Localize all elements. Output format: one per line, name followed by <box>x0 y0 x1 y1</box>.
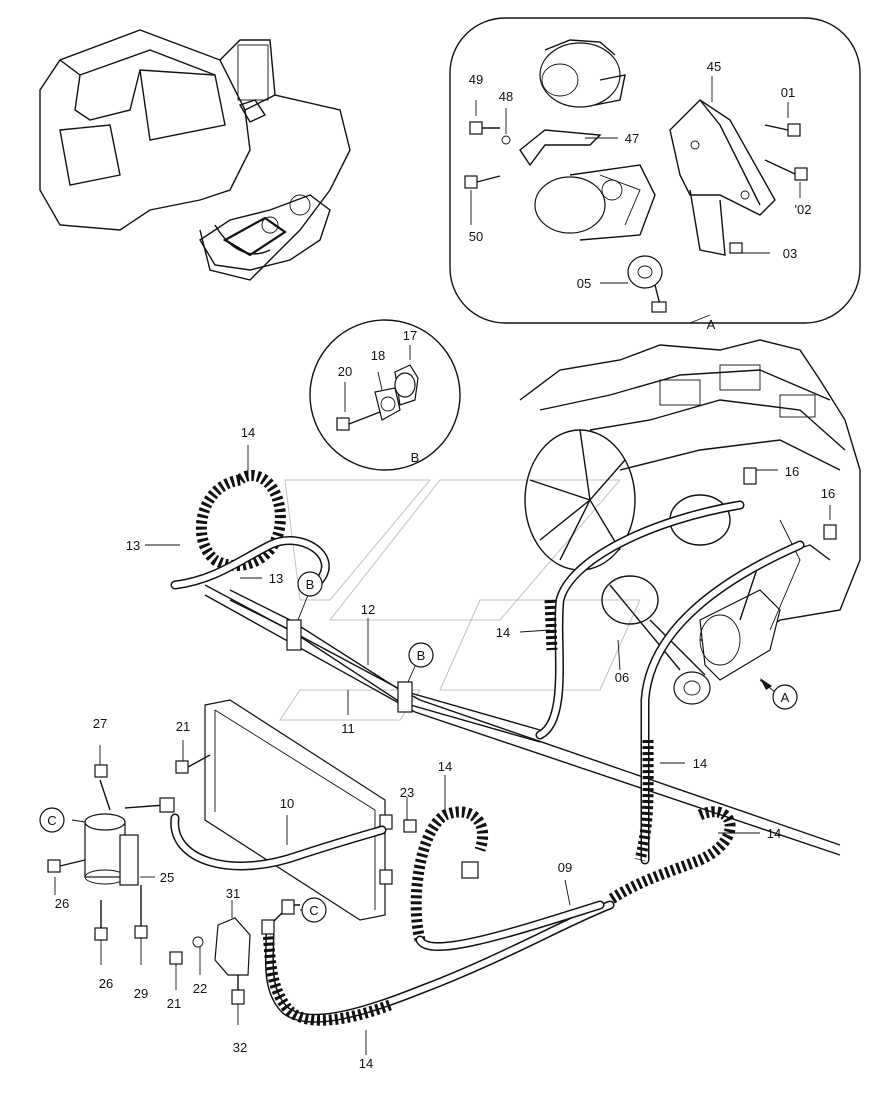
bolt-49 <box>469 121 500 135</box>
bolt-03 <box>729 242 743 254</box>
callout-13-a: 13 <box>126 538 140 553</box>
callout-31: 31 <box>226 886 240 901</box>
callout-14-f: 14 <box>359 1056 373 1071</box>
bolt-50 <box>464 175 501 189</box>
callout-20: 20 <box>338 364 352 379</box>
callout-10: 10 <box>280 796 294 811</box>
bolt-02 <box>764 159 808 181</box>
callout-16-a: 16 <box>785 464 799 479</box>
svg-text:B: B <box>306 577 315 592</box>
part-callouts: 01 '02 03 05 45 47 48 49 50 A 17 18 20 B… <box>55 59 835 1071</box>
callout-b-label: B <box>411 450 420 465</box>
callout-14-a: 14 <box>241 425 255 440</box>
callout-02: '02 <box>795 202 812 217</box>
callout-14-e: 14 <box>438 759 452 774</box>
receiver-drier <box>47 764 148 941</box>
excavator-overview-illustration <box>39 29 351 281</box>
bracket-31 <box>169 917 251 1005</box>
watermark-logo <box>279 479 641 721</box>
callout-22: 22 <box>193 981 207 996</box>
callout-13-b: 13 <box>269 571 283 586</box>
callout-32: 32 <box>233 1040 247 1055</box>
washer-48 <box>501 135 511 145</box>
callout-marker-b2: B <box>408 642 434 668</box>
callout-14-d: 14 <box>767 826 781 841</box>
engine-illustration <box>519 339 861 705</box>
callout-25: 25 <box>160 870 174 885</box>
callout-26-b: 26 <box>99 976 113 991</box>
callout-marker-c2: C <box>301 897 327 923</box>
callout-03: 03 <box>783 246 797 261</box>
callout-50: 50 <box>469 229 483 244</box>
callout-29: 29 <box>134 986 148 1001</box>
callout-49: 49 <box>469 72 483 87</box>
callout-16-b: 16 <box>821 486 835 501</box>
callout-09: 09 <box>558 860 572 875</box>
callout-18: 18 <box>371 348 385 363</box>
callout-marker-a: A <box>760 678 798 710</box>
svg-text:B: B <box>417 648 426 663</box>
svg-text:A: A <box>781 690 790 705</box>
callout-05: 05 <box>577 276 591 291</box>
callout-47: 47 <box>625 131 639 146</box>
callout-11: 11 <box>341 721 355 736</box>
callout-marker-b1: B <box>297 571 323 597</box>
callout-48: 48 <box>499 89 513 104</box>
callout-26-a: 26 <box>55 896 69 911</box>
callout-marker-c1: C <box>39 807 65 833</box>
hoses <box>124 470 841 1026</box>
detail-b-clamp <box>309 319 461 471</box>
svg-text:C: C <box>309 903 318 918</box>
detail-a-compressor-mount <box>449 17 861 324</box>
callout-23: 23 <box>400 785 414 800</box>
callout-21-b: 21 <box>167 996 181 1011</box>
callout-12: 12 <box>361 602 375 617</box>
hose-clamps <box>286 619 413 713</box>
svg-text:C: C <box>47 813 56 828</box>
callout-17: 17 <box>403 328 417 343</box>
bolt-01 <box>764 123 801 137</box>
callout-14-c: 14 <box>693 756 707 771</box>
callout-45: 45 <box>707 59 721 74</box>
leader-lines <box>54 445 776 1055</box>
callout-27: 27 <box>93 716 107 731</box>
condenser <box>175 699 417 921</box>
callout-a-label: A <box>707 317 716 332</box>
callout-06: 06 <box>615 670 629 685</box>
callout-01: 01 <box>781 85 795 100</box>
callout-14-b: 14 <box>496 625 510 640</box>
callout-21-a: 21 <box>176 719 190 734</box>
